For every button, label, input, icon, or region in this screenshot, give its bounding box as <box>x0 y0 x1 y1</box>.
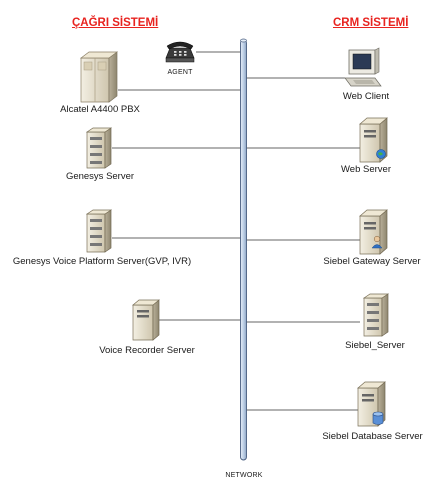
network-label: NETWORK <box>225 472 263 479</box>
gvp-server-icon <box>85 209 113 253</box>
database-cylinder-icon <box>372 411 384 425</box>
network-bus <box>240 38 247 461</box>
telephone-icon <box>165 41 195 63</box>
database-server-label: Siebel Database Server <box>322 431 423 442</box>
siebel-server-label: Siebel_Server <box>345 340 405 351</box>
gateway-server-label: Siebel Gateway Server <box>323 256 421 267</box>
gvp-server-label: Genesys Voice Platform Server(GVP, IVR) <box>12 256 192 267</box>
left-system-title: ÇAĞRI SİSTEMİ <box>72 17 159 29</box>
connection-lines <box>112 51 360 411</box>
siebel-server-icon <box>362 293 390 337</box>
globe-icon <box>376 149 386 159</box>
pbx-label: Alcatel A4400 PBX <box>60 104 140 115</box>
voice-recorder-server-icon <box>132 299 160 341</box>
user-icon <box>371 235 383 249</box>
genesys-server-icon <box>85 127 113 169</box>
gateway-server-icon <box>359 209 388 255</box>
right-system-title: CRM SİSTEMİ <box>333 17 409 29</box>
agent-label: AGENT <box>167 69 193 76</box>
pbx-cabinet-icon <box>79 51 119 103</box>
web-client-pc-icon <box>344 47 382 87</box>
web-client-label: Web Client <box>342 91 390 102</box>
voice-recorder-label: Voice Recorder Server <box>99 345 195 356</box>
web-server-label: Web Server <box>341 164 391 175</box>
genesys-server-label: Genesys Server <box>65 171 135 182</box>
